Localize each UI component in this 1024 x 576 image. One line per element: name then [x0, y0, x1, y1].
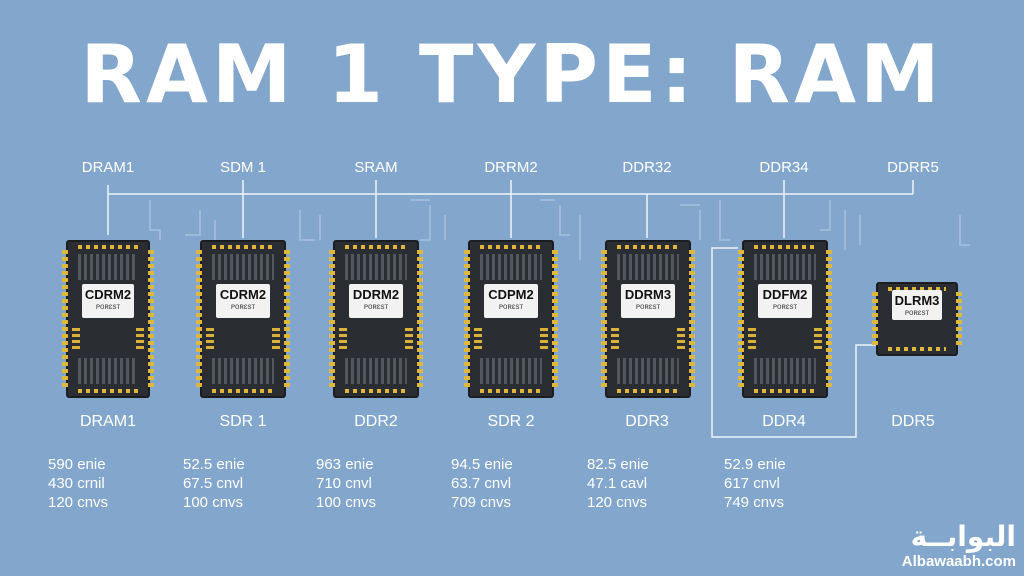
watermark-arabic: البوابــة — [910, 520, 1016, 553]
top-label-3: SRAM — [354, 159, 398, 176]
bottom-label-7: DDR5 — [891, 413, 935, 430]
watermark-logo: البوابــة Albawaabh.com — [901, 520, 1016, 571]
specs-5: 82.5 enie 47.1 cavl 120 cnvs — [587, 455, 727, 512]
top-label-6: DDR34 — [759, 159, 809, 176]
specs-1: 590 enie 430 crnil 120 cnvs — [48, 455, 188, 512]
specs-3: 963 enie 710 cnvl 100 cnvs — [316, 455, 456, 512]
bottom-label-1: DRAM1 — [79, 413, 136, 430]
bottom-label-5: DDR3 — [625, 413, 669, 430]
spec-line: 47.1 cavl — [587, 475, 648, 492]
spec-line: 52.5 enie — [183, 456, 245, 473]
bottom-label-2: SDR 1 — [219, 413, 267, 430]
top-label-4: DRRM2 — [484, 159, 538, 176]
bottom-label-4: SDR 2 — [487, 413, 535, 430]
spec-line: 52.9 enie — [724, 456, 786, 473]
watermark-latin: Albawaabh.com — [901, 553, 1016, 570]
spec-line: 749 cnvs — [724, 494, 785, 511]
top-label-5: DDR32 — [622, 159, 672, 176]
spec-line: 709 cnvs — [451, 494, 512, 511]
specs-2: 52.5 enie 67.5 cnvl 100 cnvs — [183, 455, 323, 512]
bottom-label-3: DDR2 — [354, 413, 398, 430]
spec-line: 82.5 enie — [587, 456, 649, 473]
top-label-2: SDM 1 — [220, 159, 266, 176]
specs-4: 94.5 enie 63.7 cnvl 709 cnvs — [451, 455, 591, 512]
spec-line: 710 cnvl — [316, 475, 372, 492]
bottom-label-6: DDR4 — [762, 413, 806, 430]
top-label-7: DDRR5 — [887, 159, 939, 176]
spec-line: 590 enie — [48, 456, 106, 473]
spec-line: 100 cnvs — [316, 494, 377, 511]
spec-line: 617 cnvl — [724, 475, 780, 492]
spec-line: 100 cnvs — [183, 494, 244, 511]
spec-line: 120 cnvs — [48, 494, 109, 511]
page-title: RAM 1 TYPE: RAM — [80, 28, 944, 121]
top-label-1: DRAM1 — [81, 159, 135, 176]
specs-6: 52.9 enie 617 cnvl 749 cnvs — [724, 455, 864, 512]
spec-line: 63.7 cnvl — [451, 475, 512, 492]
spec-line: 67.5 cnvl — [183, 475, 244, 492]
spec-line: 120 cnvs — [587, 494, 648, 511]
spec-line: 430 crnil — [48, 475, 105, 492]
spec-line: 963 enie — [316, 456, 374, 473]
spec-line: 94.5 enie — [451, 456, 513, 473]
